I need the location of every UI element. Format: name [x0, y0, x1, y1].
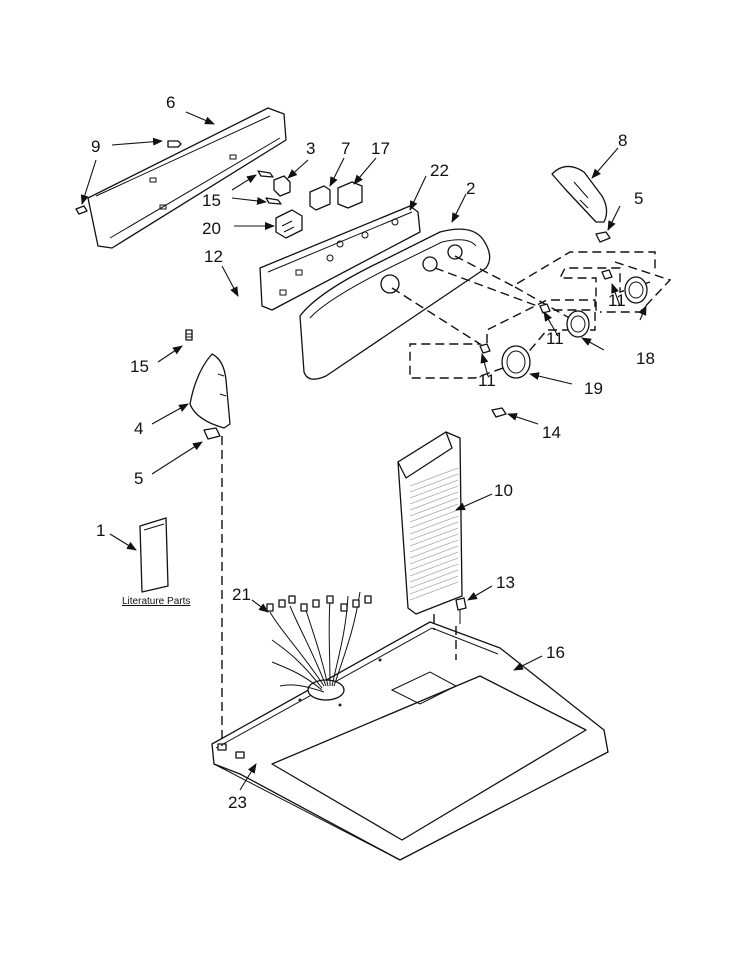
callout-12: 12 — [204, 247, 223, 266]
lint-screen-part-10 — [397, 431, 463, 615]
screen-mesh-line — [409, 509, 459, 529]
screw-part-9 — [75, 140, 182, 215]
leader-arrows — [80, 111, 647, 791]
callout-4: 4 — [134, 419, 143, 438]
screen-mesh-line — [409, 527, 459, 547]
callout-20: 20 — [202, 219, 221, 238]
knob-clips-part-11 — [479, 269, 613, 354]
callout-8: 8 — [618, 131, 627, 150]
callout-5-right: 5 — [634, 189, 643, 208]
knob-right — [624, 276, 648, 304]
callout-23: 23 — [228, 793, 247, 812]
callout-3: 3 — [306, 139, 315, 158]
screen-mesh-line — [409, 491, 459, 511]
screen-mesh-line — [409, 581, 459, 601]
screw-part-15-left — [185, 329, 193, 341]
callout-11-right: 11 — [608, 291, 626, 310]
literature-parts-label: Literature Parts — [122, 596, 190, 607]
callout-21: 21 — [232, 585, 251, 604]
callout-labels: 6 9 3 7 17 15 22 2 8 5 20 12 11 11 18 11… — [91, 93, 655, 812]
callout-22: 22 — [430, 161, 449, 180]
wire-connector — [312, 599, 320, 608]
clip-part-5-left — [203, 427, 221, 440]
screen-mesh-line — [409, 485, 459, 505]
literature-part-1 — [139, 517, 169, 593]
screen-mesh-line — [409, 515, 459, 535]
wire-connector — [288, 595, 296, 604]
control-panel-part-22 — [259, 205, 421, 311]
wire-connector — [266, 603, 274, 612]
callout-9: 9 — [91, 137, 100, 156]
screen-mesh-line — [409, 473, 459, 493]
callout-16: 16 — [546, 643, 565, 662]
callout-10: 10 — [494, 481, 513, 500]
callout-19: 19 — [584, 379, 603, 398]
callout-6: 6 — [166, 93, 175, 112]
screen-mesh-line — [409, 575, 459, 595]
callout-11-left: 11 — [478, 371, 496, 390]
callout-17: 17 — [371, 139, 390, 158]
wire-connector — [364, 595, 372, 604]
screen-mesh-line — [409, 479, 459, 499]
screen-mesh-line — [409, 503, 459, 523]
rear-panel-part-6 — [87, 107, 287, 249]
callout-2: 2 — [466, 179, 475, 198]
callout-15-top: 15 — [202, 191, 221, 210]
wire-harness-part-21 — [266, 591, 372, 693]
alignment-lines — [221, 436, 457, 746]
screen-mesh-line — [409, 557, 459, 577]
callout-13: 13 — [496, 573, 515, 592]
callout-5-left: 5 — [134, 469, 143, 488]
top-panel-part-16 — [211, 621, 609, 861]
callout-1: 1 — [96, 521, 105, 540]
end-cap-part-4 — [189, 353, 231, 429]
end-cap-part-8 — [551, 165, 608, 223]
screen-mesh-line — [409, 521, 459, 541]
wire-connector — [340, 603, 348, 612]
screen-mesh-line — [409, 569, 459, 589]
callout-15-left: 15 — [130, 357, 149, 376]
screw-part-13 — [455, 597, 467, 624]
wire-connector — [326, 595, 334, 604]
wire-connector — [352, 599, 360, 608]
screen-mesh-line — [409, 545, 459, 565]
callout-7: 7 — [341, 139, 350, 158]
switch-parts — [257, 170, 363, 239]
console-part-2 — [299, 228, 491, 380]
callout-14: 14 — [542, 423, 561, 442]
screen-mesh-line — [409, 497, 459, 517]
screen-mesh-line — [409, 551, 459, 571]
wire-connector — [300, 603, 308, 612]
screen-mesh-line — [409, 539, 459, 559]
screw-part-14 — [491, 407, 507, 418]
callout-18: 18 — [636, 349, 655, 368]
screen-mesh-line — [409, 563, 459, 583]
screen-mesh-line — [409, 533, 459, 553]
knob-part-19 — [501, 345, 531, 379]
clip-part-5-right — [595, 231, 611, 243]
knob-part-18 — [566, 310, 590, 338]
wire-connector — [278, 599, 286, 608]
screen-mesh-line — [409, 467, 459, 487]
callout-11-mid: 11 — [546, 329, 564, 348]
